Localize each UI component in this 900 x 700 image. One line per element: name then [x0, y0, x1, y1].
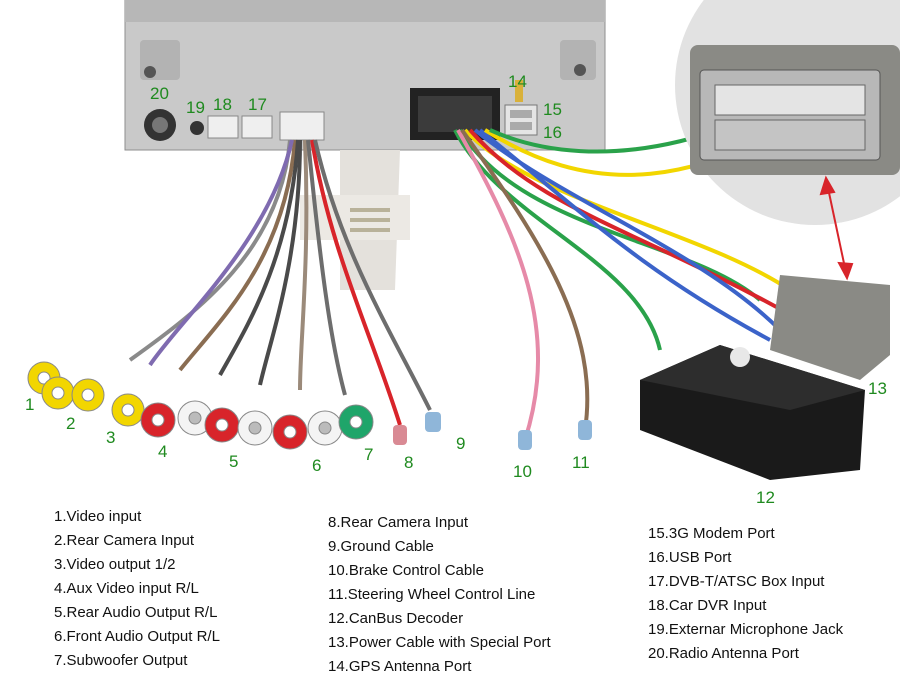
callout-4: 4	[158, 442, 167, 461]
callout-18: 18	[213, 95, 232, 114]
legend-item: 6.Front Audio Output R/L	[54, 628, 220, 645]
legend-item: 12.CanBus Decoder	[328, 610, 464, 627]
legend-item: 8.Rear Camera Input	[328, 514, 469, 531]
callout-10: 10	[513, 462, 532, 481]
callout-20: 20	[150, 84, 169, 103]
callout-8: 8	[404, 453, 413, 472]
legend-item: 9.Ground Cable	[328, 538, 434, 555]
legend-item: 17.DVB-T/ATSC Box Input	[648, 573, 825, 590]
legend-item: 15.3G Modem Port	[648, 525, 775, 542]
legend-item: 13.Power Cable with Special Port	[328, 634, 551, 651]
legend-item: 10.Brake Control Cable	[328, 562, 484, 579]
legend-item: 4.Aux Video input R/L	[54, 580, 199, 597]
callout-19: 19	[186, 98, 205, 117]
power-connector-foam	[770, 275, 890, 380]
callout-3: 3	[106, 428, 115, 447]
head-unit-chassis	[124, 0, 606, 151]
legend-item: 16.USB Port	[648, 549, 732, 566]
callout-16: 16	[543, 123, 562, 142]
callout-7: 7	[364, 445, 373, 464]
rca-plugs	[27, 361, 374, 450]
legend-item: 14.GPS Antenna Port	[328, 658, 472, 675]
legend-column-3: 15.3G Modem Port 16.USB Port 17.DVB-T/AT…	[648, 522, 843, 666]
callout-13: 13	[868, 379, 887, 398]
callout-1: 1	[25, 395, 34, 414]
legend-item: 1.Video input	[54, 508, 142, 525]
legend-item: 18.Car DVR Input	[648, 597, 767, 614]
callout-9: 9	[456, 434, 465, 453]
legend-item: 20.Radio Antenna Port	[648, 645, 799, 662]
callout-11: 11	[572, 453, 590, 472]
legend-item: 3.Video output 1/2	[54, 556, 176, 573]
legend-item: 5.Rear Audio Output R/L	[54, 604, 218, 621]
legend-item: 11.Steering Wheel Control Line	[328, 586, 536, 603]
wire-bundle-left	[128, 139, 432, 426]
legend-item: 19.Externar Microphone Jack	[648, 621, 844, 638]
legend-column-1: 1.Video input 2.Rear Camera Input 3.Vide…	[54, 505, 220, 673]
callout-5: 5	[229, 452, 238, 471]
double-arrow	[819, 175, 854, 281]
legend-item: 2.Rear Camera Input	[54, 532, 195, 549]
connector-inset	[675, 0, 900, 225]
canbus-decoder	[640, 345, 865, 480]
harness-photo: 1 2 3 4 5 6 7 8 9 10 11 12 13 14 15 16 1…	[25, 0, 900, 505]
wire-tips	[393, 412, 592, 450]
legend-item: 7.Subwoofer Output	[54, 652, 188, 669]
legend-column-2: 8.Rear Camera Input 9.Ground Cable 10.Br…	[328, 511, 551, 679]
callout-2: 2	[66, 414, 75, 433]
callout-12: 12	[756, 488, 775, 505]
callout-15: 15	[543, 100, 562, 119]
callout-6: 6	[312, 456, 321, 475]
callout-14: 14	[508, 72, 527, 91]
callout-17: 17	[248, 95, 267, 114]
